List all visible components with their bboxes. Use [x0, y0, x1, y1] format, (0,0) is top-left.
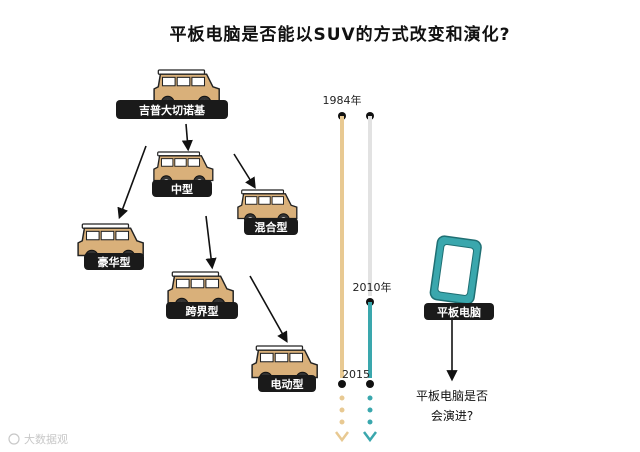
arrow-mid-hybrid [233, 153, 256, 189]
timeline-end-dot-tan [338, 380, 346, 388]
node-mid: 中型 [152, 151, 214, 197]
label-mid: 中型 [171, 182, 193, 196]
timeline-end-dot-teal [366, 380, 374, 388]
label-tablet: 平板电脑 [437, 305, 481, 319]
arrow-root-luxury [117, 145, 147, 220]
node-electric: 电动型 [251, 345, 318, 392]
label-box-root [116, 100, 228, 119]
node-root: 吉普大切诺基 [116, 69, 228, 119]
question-line-1: 平板电脑是否 [416, 389, 488, 403]
label-electric: 电动型 [271, 377, 304, 391]
timeline: 1984年 2010年 2015 [323, 93, 392, 443]
label-root: 吉普大切诺基 [139, 103, 206, 117]
watermark-logo-icon [8, 433, 20, 445]
label-box-tablet [424, 303, 494, 320]
watermark-text: 大数据观 [24, 432, 68, 446]
label-box-mid [152, 180, 212, 197]
label-luxury: 豪华型 [98, 255, 131, 269]
timeline-teal-bar [368, 302, 372, 378]
year-end: 2015 [342, 368, 370, 381]
arrow-mid-crossover [205, 215, 217, 270]
node-luxury: 豪华型 [77, 223, 144, 270]
question-line-2: 会演进? [431, 408, 473, 423]
year-start: 1984年 [323, 93, 362, 107]
watermark: 大数据观 [8, 432, 68, 446]
year-middle: 2010年 [353, 280, 392, 294]
node-crossover: 跨界型 [166, 271, 238, 319]
label-box-crossover [166, 302, 238, 319]
timeline-tan-dots [339, 395, 345, 425]
label-hybrid: 混合型 [255, 220, 288, 234]
timeline-gray-bar [368, 116, 372, 296]
node-hybrid: 混合型 [237, 189, 298, 235]
page-title: 平板电脑是否能以SUV的方式改变和演化? [169, 24, 510, 45]
label-crossover: 跨界型 [186, 304, 219, 318]
tablet-icon [429, 235, 482, 305]
label-box-luxury [84, 253, 144, 270]
timeline-tan-bar [340, 116, 344, 378]
label-box-hybrid [244, 218, 298, 235]
timeline-tan-chevron [335, 431, 349, 443]
arrow-crossover-electric [249, 275, 288, 343]
timeline-teal-chevron [363, 431, 377, 443]
node-tablet: 平板电脑 [424, 235, 494, 320]
arrows [117, 123, 458, 382]
arrow-root-mid [181, 123, 193, 152]
timeline-teal-dots [367, 395, 373, 425]
label-box-electric [258, 375, 316, 392]
